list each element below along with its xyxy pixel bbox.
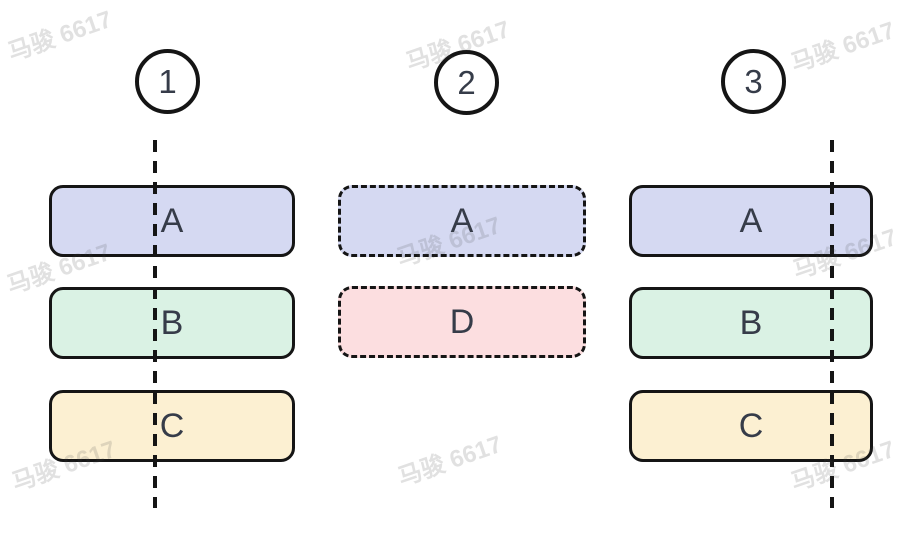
box-label: C <box>738 407 764 445</box>
col1-box-a: A <box>49 185 295 257</box>
box-label: D <box>449 303 475 341</box>
col3-box-a: A <box>629 185 873 257</box>
box-label: B <box>160 304 184 342</box>
step-3-number: 3 <box>744 62 763 100</box>
step-2-number: 2 <box>457 63 476 101</box>
box-label: A <box>160 202 184 240</box>
box-label: A <box>450 202 474 240</box>
box-label: A <box>739 202 763 240</box>
step-3-badge: 3 <box>721 49 786 114</box>
step-1-badge: 1 <box>135 49 200 114</box>
step-1-number: 1 <box>158 62 177 100</box>
watermark: 马骏 6617 <box>4 5 116 67</box>
box-label: C <box>159 407 185 445</box>
col2-box-a: A <box>338 185 586 257</box>
box-label: B <box>739 304 763 342</box>
cut-line-column-1 <box>153 140 157 508</box>
col1-box-b: B <box>49 287 295 359</box>
col2-box-d: D <box>338 286 586 358</box>
watermark: 马骏 6617 <box>787 16 899 78</box>
step-2-badge: 2 <box>434 50 499 115</box>
col3-box-b: B <box>629 287 873 359</box>
col1-box-c: C <box>49 390 295 462</box>
cut-line-column-3 <box>830 140 834 508</box>
watermark: 马骏 6617 <box>394 430 506 492</box>
col3-box-c: C <box>629 390 873 462</box>
